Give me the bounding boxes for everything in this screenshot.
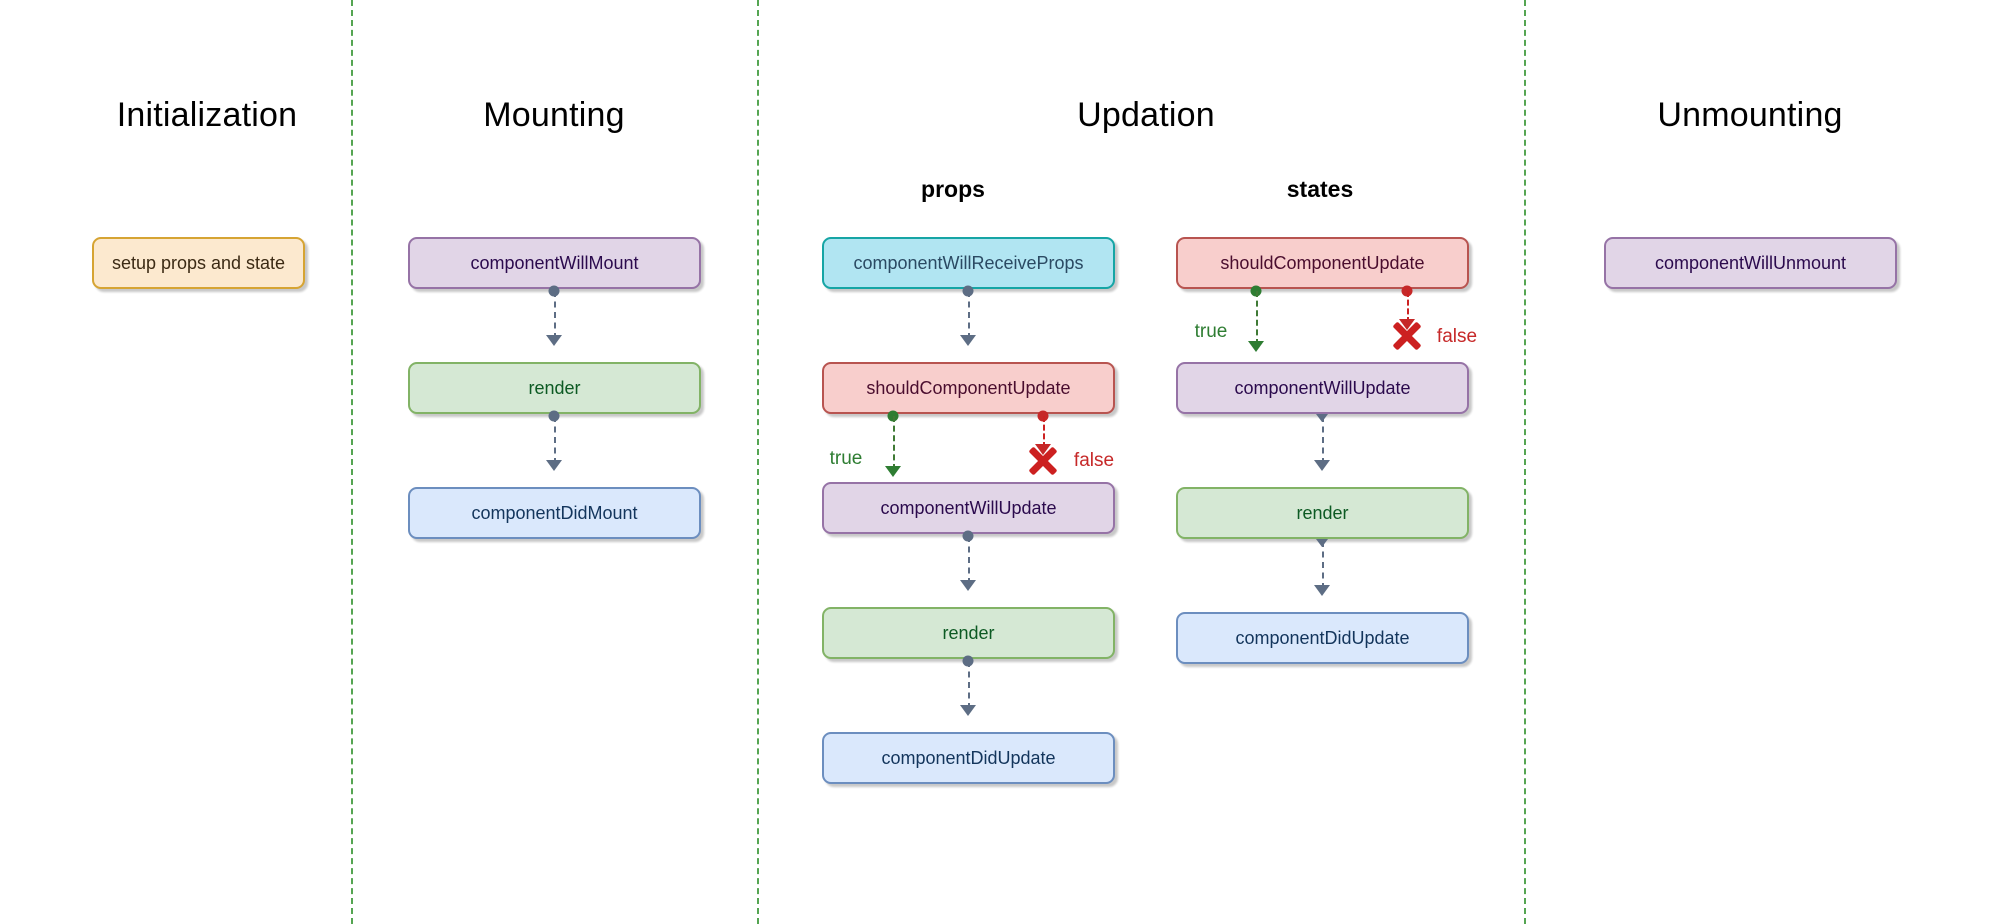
node-component-will-receive-props[interactable]: componentWillReceiveProps [822, 237, 1115, 289]
branch-line-true-states [1256, 291, 1258, 345]
connector-line-props-1 [968, 291, 970, 339]
node-should-component-update-props[interactable]: shouldComponentUpdate [822, 362, 1115, 414]
branch-arrow-true-props [885, 466, 901, 477]
branch-line-false-states [1407, 291, 1409, 323]
node-component-will-mount[interactable]: componentWillMount [408, 237, 701, 289]
node-setup-props-and-state[interactable]: setup props and state [92, 237, 305, 289]
connector-arrow-states-2 [1314, 585, 1330, 596]
connector-arrow-mounting-1 [546, 335, 562, 346]
subcolumn-title-states: states [1286, 176, 1354, 202]
connector-line-props-3 [968, 661, 970, 709]
connector-arrow-props-3 [960, 705, 976, 716]
node-should-component-update-states[interactable]: shouldComponentUpdate [1176, 237, 1469, 289]
branch-label-true-states: true [1194, 321, 1228, 342]
stop-x-icon-states [1390, 319, 1424, 353]
node-component-did-mount[interactable]: componentDidMount [408, 487, 701, 539]
branch-label-false-states: false [1436, 326, 1478, 347]
node-component-will-unmount[interactable]: componentWillUnmount [1604, 237, 1897, 289]
node-render-props[interactable]: render [822, 607, 1115, 659]
phase-title-initialization: Initialization [116, 96, 298, 134]
node-component-will-update-states[interactable]: componentWillUpdate [1176, 362, 1469, 414]
branch-label-false-props: false [1073, 450, 1115, 471]
connector-line-props-2 [968, 536, 970, 584]
connector-line-mounting-1 [554, 291, 556, 339]
node-render-states[interactable]: render [1176, 487, 1469, 539]
phase-title-unmounting: Unmounting [1657, 96, 1843, 134]
connector-arrow-props-2 [960, 580, 976, 591]
stop-x-icon-props [1026, 444, 1060, 478]
branch-label-true-props: true [829, 448, 863, 469]
phase-title-mounting: Mounting [483, 96, 625, 134]
subcolumn-title-props: props [921, 176, 985, 202]
connector-arrow-states-1 [1314, 460, 1330, 471]
connector-line-mounting-2 [554, 416, 556, 464]
node-render-mounting[interactable]: render [408, 362, 701, 414]
connector-arrow-props-1 [960, 335, 976, 346]
connector-line-states-1 [1322, 416, 1324, 464]
section-divider-3 [1524, 0, 1526, 924]
branch-line-true-props [893, 416, 895, 470]
branch-line-false-props [1043, 416, 1045, 448]
branch-arrow-true-states [1248, 341, 1264, 352]
section-divider-1 [351, 0, 353, 924]
node-component-did-update-props[interactable]: componentDidUpdate [822, 732, 1115, 784]
phase-title-updation: Updation [1077, 96, 1215, 134]
node-component-did-update-states[interactable]: componentDidUpdate [1176, 612, 1469, 664]
section-divider-2 [757, 0, 759, 924]
connector-arrow-mounting-2 [546, 460, 562, 471]
connector-line-states-2 [1322, 541, 1324, 589]
node-component-will-update-props[interactable]: componentWillUpdate [822, 482, 1115, 534]
